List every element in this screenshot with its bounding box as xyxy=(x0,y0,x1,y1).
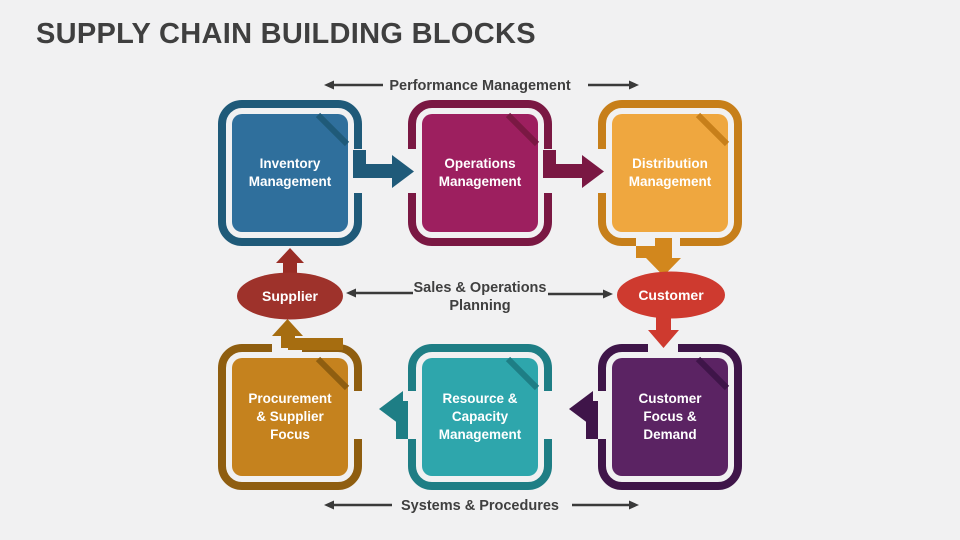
left-arrowhead-icon xyxy=(324,80,334,90)
procurement-block xyxy=(218,341,365,490)
resource-fold xyxy=(505,356,540,391)
right-arrowhead-icon xyxy=(629,80,639,90)
left-arrowhead-icon xyxy=(346,288,356,298)
arrow-inventory-to-operations xyxy=(353,150,414,188)
distribution-fold xyxy=(695,112,730,147)
customer-focus-block xyxy=(595,341,742,490)
arrow-customer-focus-to-resource xyxy=(569,391,598,439)
down-arrow-icon xyxy=(648,330,679,348)
up-arrow-icon xyxy=(276,248,304,263)
arrow-resource-to-procurement xyxy=(379,391,408,439)
customer-ellipse xyxy=(617,271,725,319)
arrow-distribution-to-customer xyxy=(636,238,681,276)
operations-block xyxy=(405,100,555,246)
right-arrow-icon xyxy=(353,150,414,188)
inventory-block xyxy=(218,100,365,246)
inventory-fill xyxy=(232,114,348,232)
arrow-operations-to-distribution xyxy=(543,150,604,188)
performance-connectors xyxy=(324,80,639,90)
customer-focus-fill xyxy=(612,358,728,476)
arrow-shaft xyxy=(655,238,672,260)
down-arrow-icon xyxy=(646,258,681,276)
right-arrowhead-icon xyxy=(629,500,639,510)
operations-fill xyxy=(422,114,538,232)
operations-fold xyxy=(505,112,540,147)
ring-gap xyxy=(405,391,419,439)
procurement-fill xyxy=(232,358,348,476)
ring-gap xyxy=(351,391,365,439)
resource-block xyxy=(405,344,555,490)
ring-gap xyxy=(541,391,555,439)
distribution-block xyxy=(595,100,742,249)
up-arrow-icon xyxy=(272,319,303,336)
left-arrowhead-icon xyxy=(324,500,334,510)
arrow-stub xyxy=(396,401,408,439)
customer-focus-fold xyxy=(695,356,730,391)
ring-gap xyxy=(595,391,609,439)
supplier-ellipse xyxy=(237,272,343,320)
arrow-stub xyxy=(586,401,598,439)
arrow-stub xyxy=(636,246,656,258)
inventory-fold xyxy=(315,112,350,147)
arrow-shaft xyxy=(283,261,297,276)
ring-gap xyxy=(648,341,678,355)
right-arrowhead-icon xyxy=(603,289,613,299)
arrow-stub xyxy=(288,338,343,350)
distribution-fill xyxy=(612,114,728,232)
arrow-supplier-to-inventory xyxy=(276,248,304,276)
sales-ops-connectors xyxy=(346,288,613,299)
procurement-fold xyxy=(315,356,350,391)
systems-connectors xyxy=(324,500,639,510)
resource-fill xyxy=(422,358,538,476)
right-arrow-icon xyxy=(543,150,604,188)
arrow-procurement-to-supplier xyxy=(272,319,343,350)
